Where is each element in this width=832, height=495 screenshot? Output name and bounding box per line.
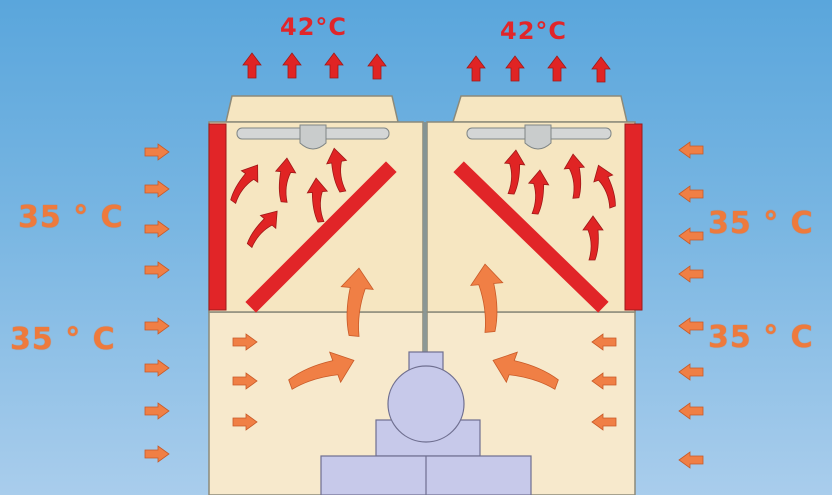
inlet-temperature-left-lower: 35 ° C (10, 322, 116, 357)
outlet-temperature-right: 42°C (500, 17, 568, 45)
inlet-temperature-left-upper: 35 ° C (18, 200, 124, 235)
outside-inlet-arrows-right (678, 141, 704, 469)
inlet-temperature-right-lower: 35 ° C (708, 320, 814, 355)
exhaust-arrow-up-icon (367, 53, 387, 80)
exhaust-arrow-up-icon (282, 52, 302, 79)
right-diagonal-coil (453, 161, 609, 313)
outlet-temperature-left: 42°C (280, 13, 348, 41)
right-side-coil (624, 123, 643, 311)
left-diagonal-coil (245, 161, 397, 313)
inlet-temperature-right-upper: 35 ° C (708, 206, 814, 241)
right-fan-shroud (451, 95, 628, 123)
exhaust-arrows-left (242, 52, 387, 80)
left-fan-shroud (225, 95, 399, 123)
exhaust-arrows-right (466, 55, 611, 83)
right-fan (466, 124, 612, 150)
exhaust-arrow-up-icon (547, 55, 567, 82)
left-side-coil (208, 123, 227, 311)
exhaust-arrow-up-icon (505, 55, 525, 82)
compressor-unit (320, 351, 532, 495)
exhaust-arrow-up-icon (242, 52, 262, 79)
exhaust-arrow-up-icon (324, 52, 344, 79)
right-upper-cabinet (426, 121, 636, 313)
exhaust-arrow-up-icon (466, 55, 486, 82)
exhaust-arrow-up-icon (591, 56, 611, 83)
left-fan (236, 124, 390, 150)
outside-inlet-arrows-left (144, 143, 170, 463)
